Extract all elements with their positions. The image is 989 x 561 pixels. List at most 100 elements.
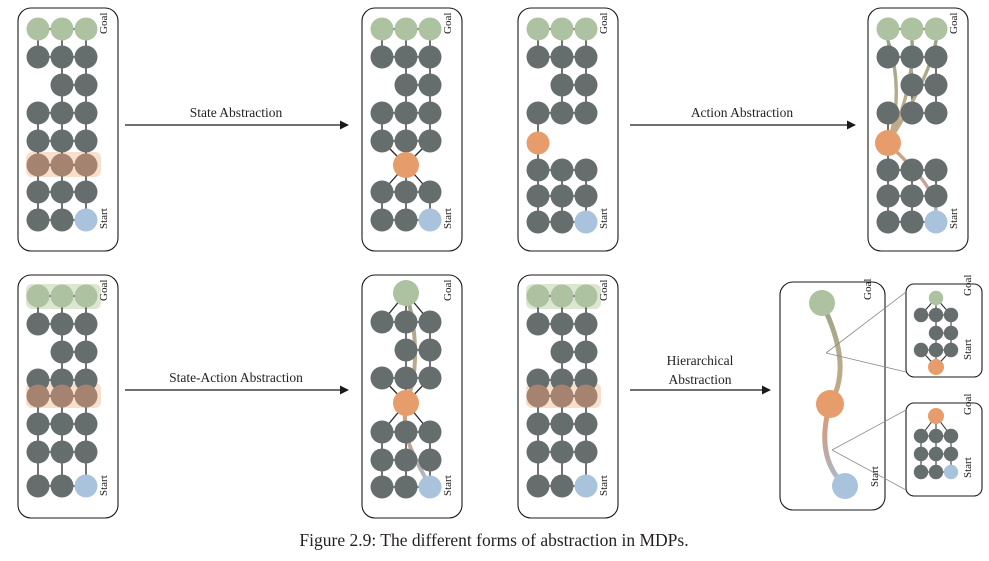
grid-node	[394, 310, 418, 334]
grid-node	[876, 158, 900, 182]
grid-node	[943, 325, 959, 341]
grid-node	[526, 412, 550, 436]
grid-node	[924, 101, 948, 125]
grid-node	[550, 101, 574, 125]
grid-node	[74, 340, 98, 364]
grid-node	[928, 446, 944, 462]
corner-label-start: Start	[869, 466, 881, 487]
grid-node	[875, 130, 901, 156]
grid-node	[928, 408, 944, 424]
grid-node	[550, 312, 574, 336]
grid-node	[526, 17, 550, 41]
grid-node	[74, 312, 98, 336]
grid-node	[550, 184, 574, 208]
grid-node	[74, 73, 98, 97]
grid-node	[394, 475, 418, 499]
grid-node	[928, 307, 944, 323]
grid-node	[876, 184, 900, 208]
grid-node	[809, 290, 835, 316]
grid-node	[74, 474, 98, 498]
grid-node	[370, 475, 394, 499]
zoom-line-lower-b	[831, 449, 907, 491]
grid-node	[900, 158, 924, 182]
grid-node	[900, 45, 924, 69]
corner-label-goal: Goal	[598, 280, 610, 301]
grid-node	[418, 45, 442, 69]
grid-node	[526, 101, 550, 125]
grid-node	[26, 129, 50, 153]
grid-node	[550, 340, 574, 364]
corner-label-goal: Goal	[442, 280, 454, 301]
arrow-label-action-abstraction: Action Abstraction	[691, 105, 794, 120]
zoom-connector-lines-layer	[825, 291, 907, 491]
grid-node	[574, 45, 598, 69]
grid-node	[526, 368, 550, 392]
grid-node	[550, 474, 574, 498]
grid-node	[26, 368, 50, 392]
grid-node	[550, 440, 574, 464]
grid-node	[26, 474, 50, 498]
grid-nodes-layer	[26, 17, 959, 499]
grid-node	[876, 45, 900, 69]
corner-label-goal: Goal	[442, 13, 454, 34]
panel-action-abstracted	[867, 7, 969, 252]
grid-node	[574, 101, 598, 125]
grid-node	[900, 210, 924, 234]
panel-subtask-lower	[905, 402, 983, 497]
corner-label-start: Start	[442, 208, 454, 229]
grid-node	[74, 284, 98, 308]
grid-node	[50, 180, 74, 204]
grid-node	[913, 307, 929, 323]
grid-node	[550, 384, 574, 408]
panel-original-action	[517, 7, 619, 252]
grid-node	[50, 340, 74, 364]
grid-node	[550, 73, 574, 97]
grid-node	[913, 342, 929, 358]
corner-label-goal: Goal	[98, 13, 110, 34]
grid-node	[50, 368, 74, 392]
grid-node	[574, 184, 598, 208]
grid-node	[574, 158, 598, 182]
grid-node	[526, 45, 550, 69]
grid-node	[394, 129, 418, 153]
grid-node	[943, 446, 959, 462]
grid-node	[394, 180, 418, 204]
corner-label-start: Start	[948, 208, 960, 229]
grid-node	[26, 208, 50, 232]
grid-node	[418, 475, 442, 499]
grid-node	[74, 101, 98, 125]
grid-node	[943, 464, 959, 480]
grid-node	[924, 45, 948, 69]
grid-node	[943, 307, 959, 323]
grid-node	[394, 420, 418, 444]
grid-node	[74, 17, 98, 41]
grid-node	[394, 101, 418, 125]
grid-node	[50, 101, 74, 125]
grid-node	[550, 412, 574, 436]
grid-node	[394, 338, 418, 362]
corner-label-start: Start	[598, 475, 610, 496]
grid-node	[394, 366, 418, 390]
grid-node	[26, 180, 50, 204]
grid-node	[574, 312, 598, 336]
grid-node	[26, 17, 50, 41]
grid-node	[928, 342, 944, 358]
grid-node	[50, 17, 74, 41]
grid-node	[370, 208, 394, 232]
grid-node	[928, 428, 944, 444]
grid-node	[418, 366, 442, 390]
grid-node	[394, 73, 418, 97]
corner-label-goal: Goal	[598, 13, 610, 34]
grid-node	[50, 440, 74, 464]
grid-node	[50, 312, 74, 336]
arrow-label-state-abstraction: State Abstraction	[190, 105, 283, 120]
grid-node	[574, 412, 598, 436]
grid-node	[574, 340, 598, 364]
grid-node	[550, 158, 574, 182]
grid-node	[418, 310, 442, 334]
grid-node	[393, 390, 419, 416]
panel-hierarchical-abstract	[779, 281, 886, 511]
grid-node	[526, 440, 550, 464]
